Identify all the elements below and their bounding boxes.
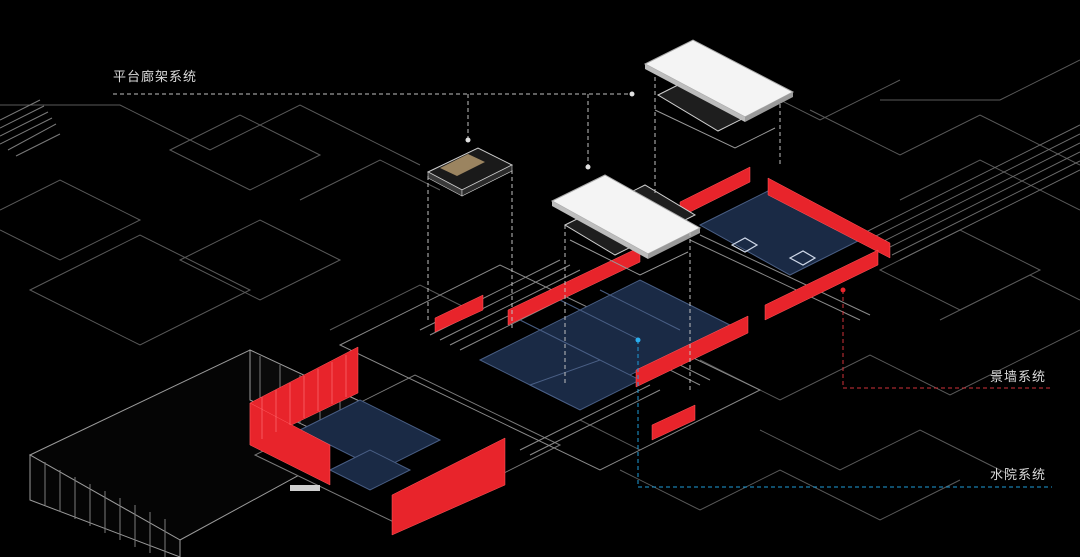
pavilion-roof-middle bbox=[550, 174, 702, 276]
boulevard-lines bbox=[859, 124, 1080, 261]
building-sign bbox=[290, 485, 320, 491]
water-leader-line bbox=[637, 340, 1052, 488]
wall-leader-line bbox=[842, 290, 1052, 389]
leader-dots bbox=[465, 91, 635, 170]
pavilion-roof-top bbox=[643, 39, 795, 149]
pool-outlets bbox=[730, 237, 817, 266]
hatch-lines bbox=[0, 99, 61, 157]
platform-leader-lines bbox=[113, 70, 781, 390]
platform-deck bbox=[426, 147, 514, 197]
wall-system-label: 景墙系统 bbox=[990, 370, 1047, 385]
platform-system-label: 平台廊架系统 bbox=[113, 70, 198, 85]
water-court-pools bbox=[298, 189, 862, 491]
water-system-label: 水院系统 bbox=[990, 468, 1047, 483]
wall-grid-lines bbox=[261, 355, 347, 439]
water-leader-dot bbox=[635, 337, 641, 343]
wall-leader-dot bbox=[840, 287, 846, 293]
